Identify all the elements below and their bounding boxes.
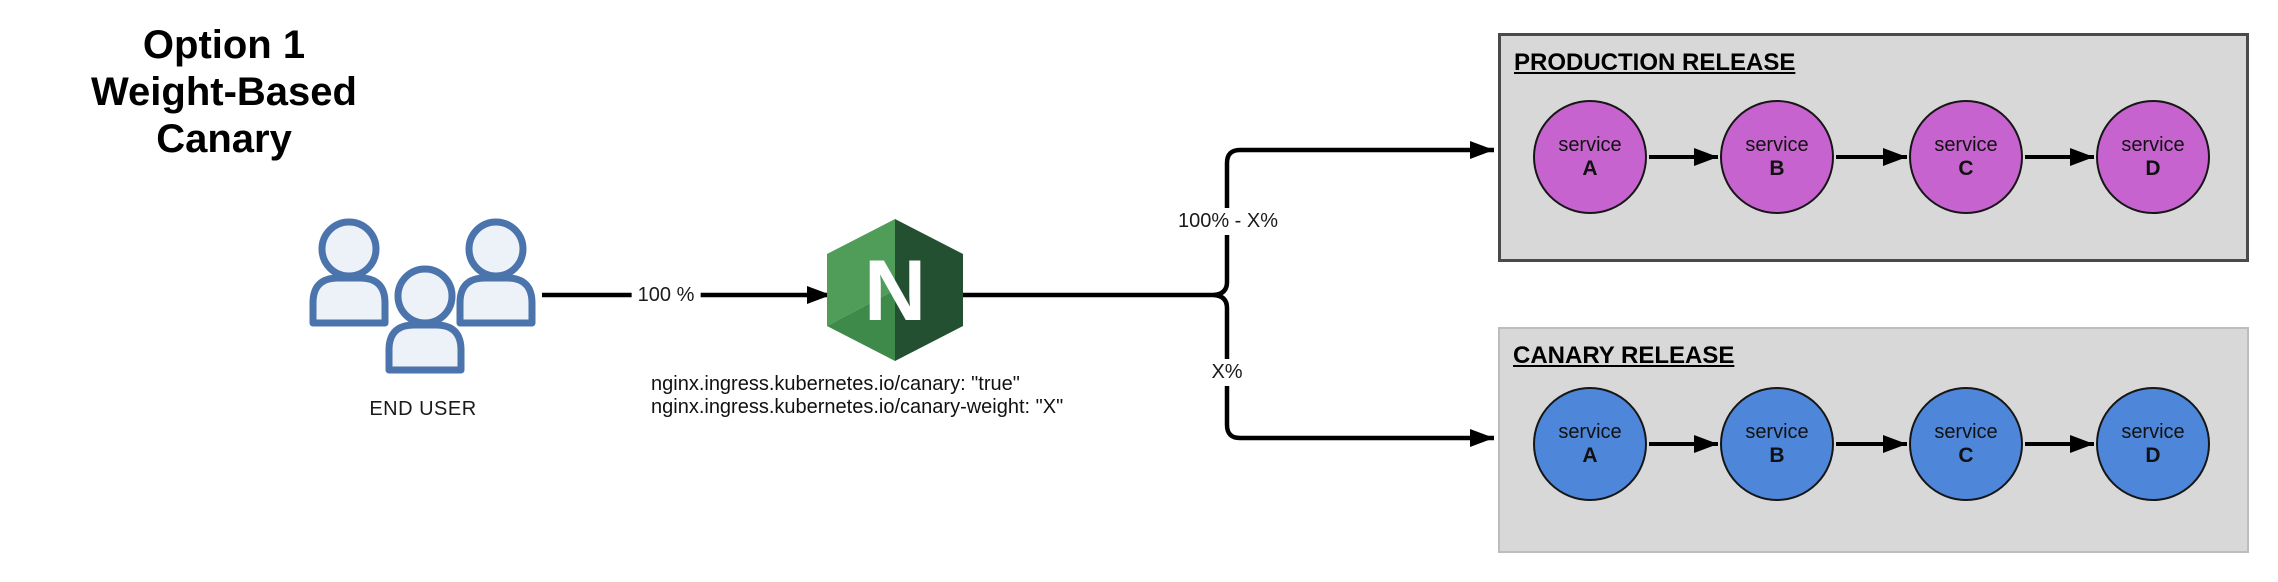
flow-line-canary-branch: [1213, 292, 1494, 447]
production-service-a: service A: [1533, 100, 1647, 214]
service-label: service: [2121, 421, 2185, 443]
title-line1: Option 1: [142, 23, 306, 67]
service-label: service: [1934, 134, 1998, 156]
title-line2: Weight-Based Canary: [91, 70, 357, 161]
service-label: service: [1558, 421, 1622, 443]
canary-service-d: service D: [2096, 387, 2210, 501]
service-letter: B: [1769, 444, 1785, 467]
canary-release-heading: CANARY RELEASE: [1513, 342, 1735, 369]
ingress-annotation: nginx.ingress.kubernetes.io/canary: "tru…: [651, 373, 1063, 419]
service-letter: C: [1958, 157, 1974, 180]
canary-service-a: service A: [1533, 387, 1647, 501]
ingress-annotation-line1: nginx.ingress.kubernetes.io/canary: "tru…: [651, 373, 1020, 395]
page-title: Option 1 Weight-Based Canary: [18, 22, 430, 163]
end-user-icon: [309, 218, 536, 374]
person-icon: [456, 218, 536, 327]
ingress-annotation-line2: nginx.ingress.kubernetes.io/canary-weigh…: [651, 396, 1064, 418]
service-letter: D: [2145, 444, 2161, 467]
canary-branch-weight-label: X%: [1205, 359, 1249, 386]
person-icon: [385, 265, 465, 374]
service-label: service: [1745, 421, 1809, 443]
service-letter: C: [1958, 444, 1974, 467]
canary-service-c: service C: [1909, 387, 2023, 501]
canary-service-b: service B: [1720, 387, 1834, 501]
end-user-label: END USER: [369, 398, 477, 420]
service-letter: D: [2145, 157, 2161, 180]
service-label: service: [2121, 134, 2185, 156]
person-icon: [309, 218, 389, 327]
service-label: service: [1934, 421, 1998, 443]
service-letter: A: [1582, 444, 1598, 467]
service-letter: A: [1582, 157, 1598, 180]
service-label: service: [1745, 134, 1809, 156]
production-release-heading: PRODUCTION RELEASE: [1514, 49, 1796, 76]
production-service-d: service D: [2096, 100, 2210, 214]
service-letter: B: [1769, 157, 1785, 180]
service-label: service: [1558, 134, 1622, 156]
production-service-b: service B: [1720, 100, 1834, 214]
user-to-ingress-weight-label: 100 %: [631, 282, 701, 309]
nginx-logo-letter: N: [863, 243, 927, 339]
production-service-c: service C: [1909, 100, 2023, 214]
production-branch-weight-label: 100% - X%: [1171, 208, 1285, 235]
